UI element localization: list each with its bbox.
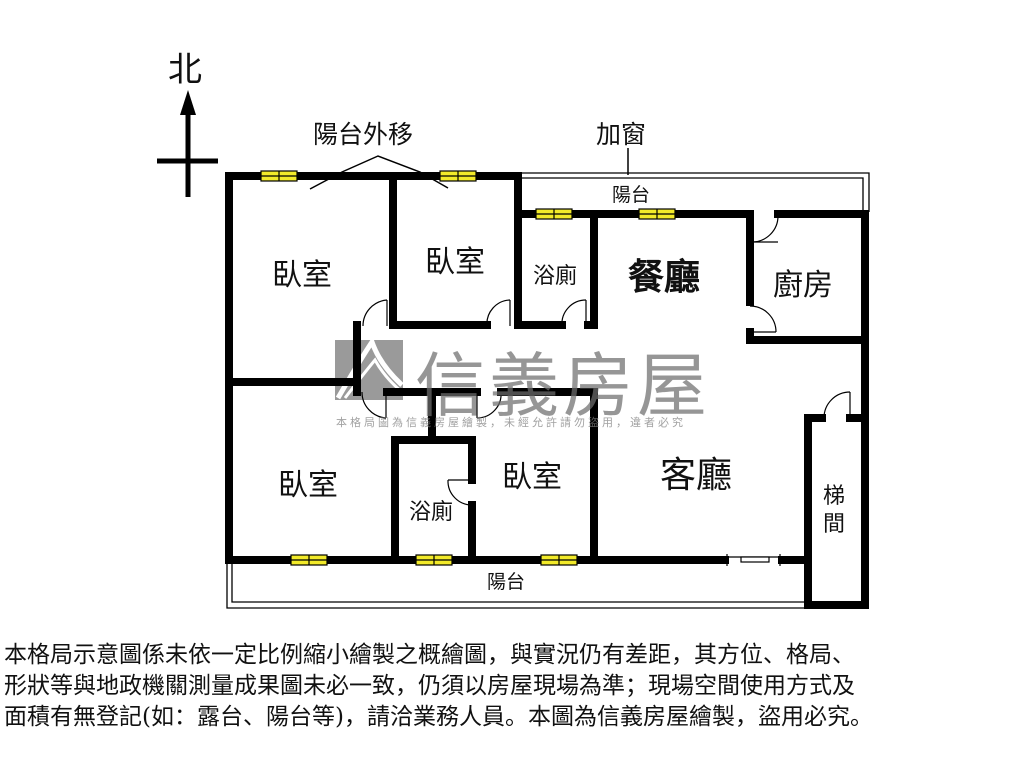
room-label-dining: 餐廳 [628, 256, 701, 298]
disclaimer: 本格局示意圖係未依一定比例縮小繪製之概繪圖，與實況仍有差距，其方位、格局、 形狀… [4, 640, 1024, 733]
north-arrow-icon [157, 90, 218, 197]
room-label-bathroom-n: 浴廁 [533, 264, 578, 289]
room-label-balcony-north: 陽台 [612, 184, 651, 206]
room-label-kitchen: 廚房 [773, 268, 833, 303]
watermark-notice: 本格局圖為信義房屋繪製，未經允許請勿盜用，違者必究 [336, 416, 686, 429]
disclaimer-line-3: 面積有無登記(如：露台、陽台等)，請洽業務人員。本圖為信義房屋繪製，盜用必究。 [4, 704, 873, 730]
walls [225, 172, 869, 609]
room-label-bathroom-s: 浴廁 [409, 500, 454, 525]
door-icon [561, 299, 587, 327]
room-label-balcony-south: 陽台 [487, 571, 526, 593]
room-label-bedroom-nw: 臥室 [272, 258, 332, 293]
window-icon [415, 554, 453, 566]
door-icon [751, 215, 779, 243]
sliding-door-icon [726, 554, 781, 566]
window-icon [540, 554, 578, 566]
door-icon [749, 305, 777, 333]
room-label-stairwell-2: 間 [823, 512, 846, 537]
door-icon [486, 299, 511, 327]
watermark-brand: 信義房屋 [415, 345, 711, 427]
door-swings [361, 215, 851, 506]
windows [260, 170, 676, 566]
door-icon [447, 479, 473, 506]
disclaimer-line-2: 形狀等與地政機關測量成果圖未必一致，仍須以房屋現場為準；現場空間使用方式及 [4, 673, 855, 699]
window-icon [290, 554, 328, 566]
annotation-balcony-moved-out: 陽台外移 [313, 120, 414, 149]
door-icon [362, 299, 388, 327]
window-icon [439, 170, 477, 182]
compass-north-label: 北 [168, 50, 202, 90]
north-balcony-outline [518, 172, 870, 212]
annotation-window-added: 加窗 [596, 120, 647, 149]
room-label-living: 客廳 [660, 455, 733, 496]
annotation-leaders [309, 148, 629, 190]
room-label-bedroom-n: 臥室 [425, 245, 485, 280]
room-label-bedroom-sw: 臥室 [278, 468, 338, 503]
room-label-stairwell-1: 梯 [823, 484, 846, 509]
window-icon [260, 170, 298, 182]
door-icon [823, 391, 851, 419]
door-icon [361, 391, 387, 419]
south-balcony-outline [226, 560, 808, 609]
disclaimer-line-1: 本格局示意圖係未依一定比例縮小繪製之概繪圖，與實況仍有差距，其方位、格局、 [4, 642, 855, 668]
window-icon [535, 208, 573, 220]
window-icon [638, 208, 676, 220]
room-label-bedroom-s: 臥室 [502, 460, 562, 495]
door-icon [476, 391, 502, 419]
